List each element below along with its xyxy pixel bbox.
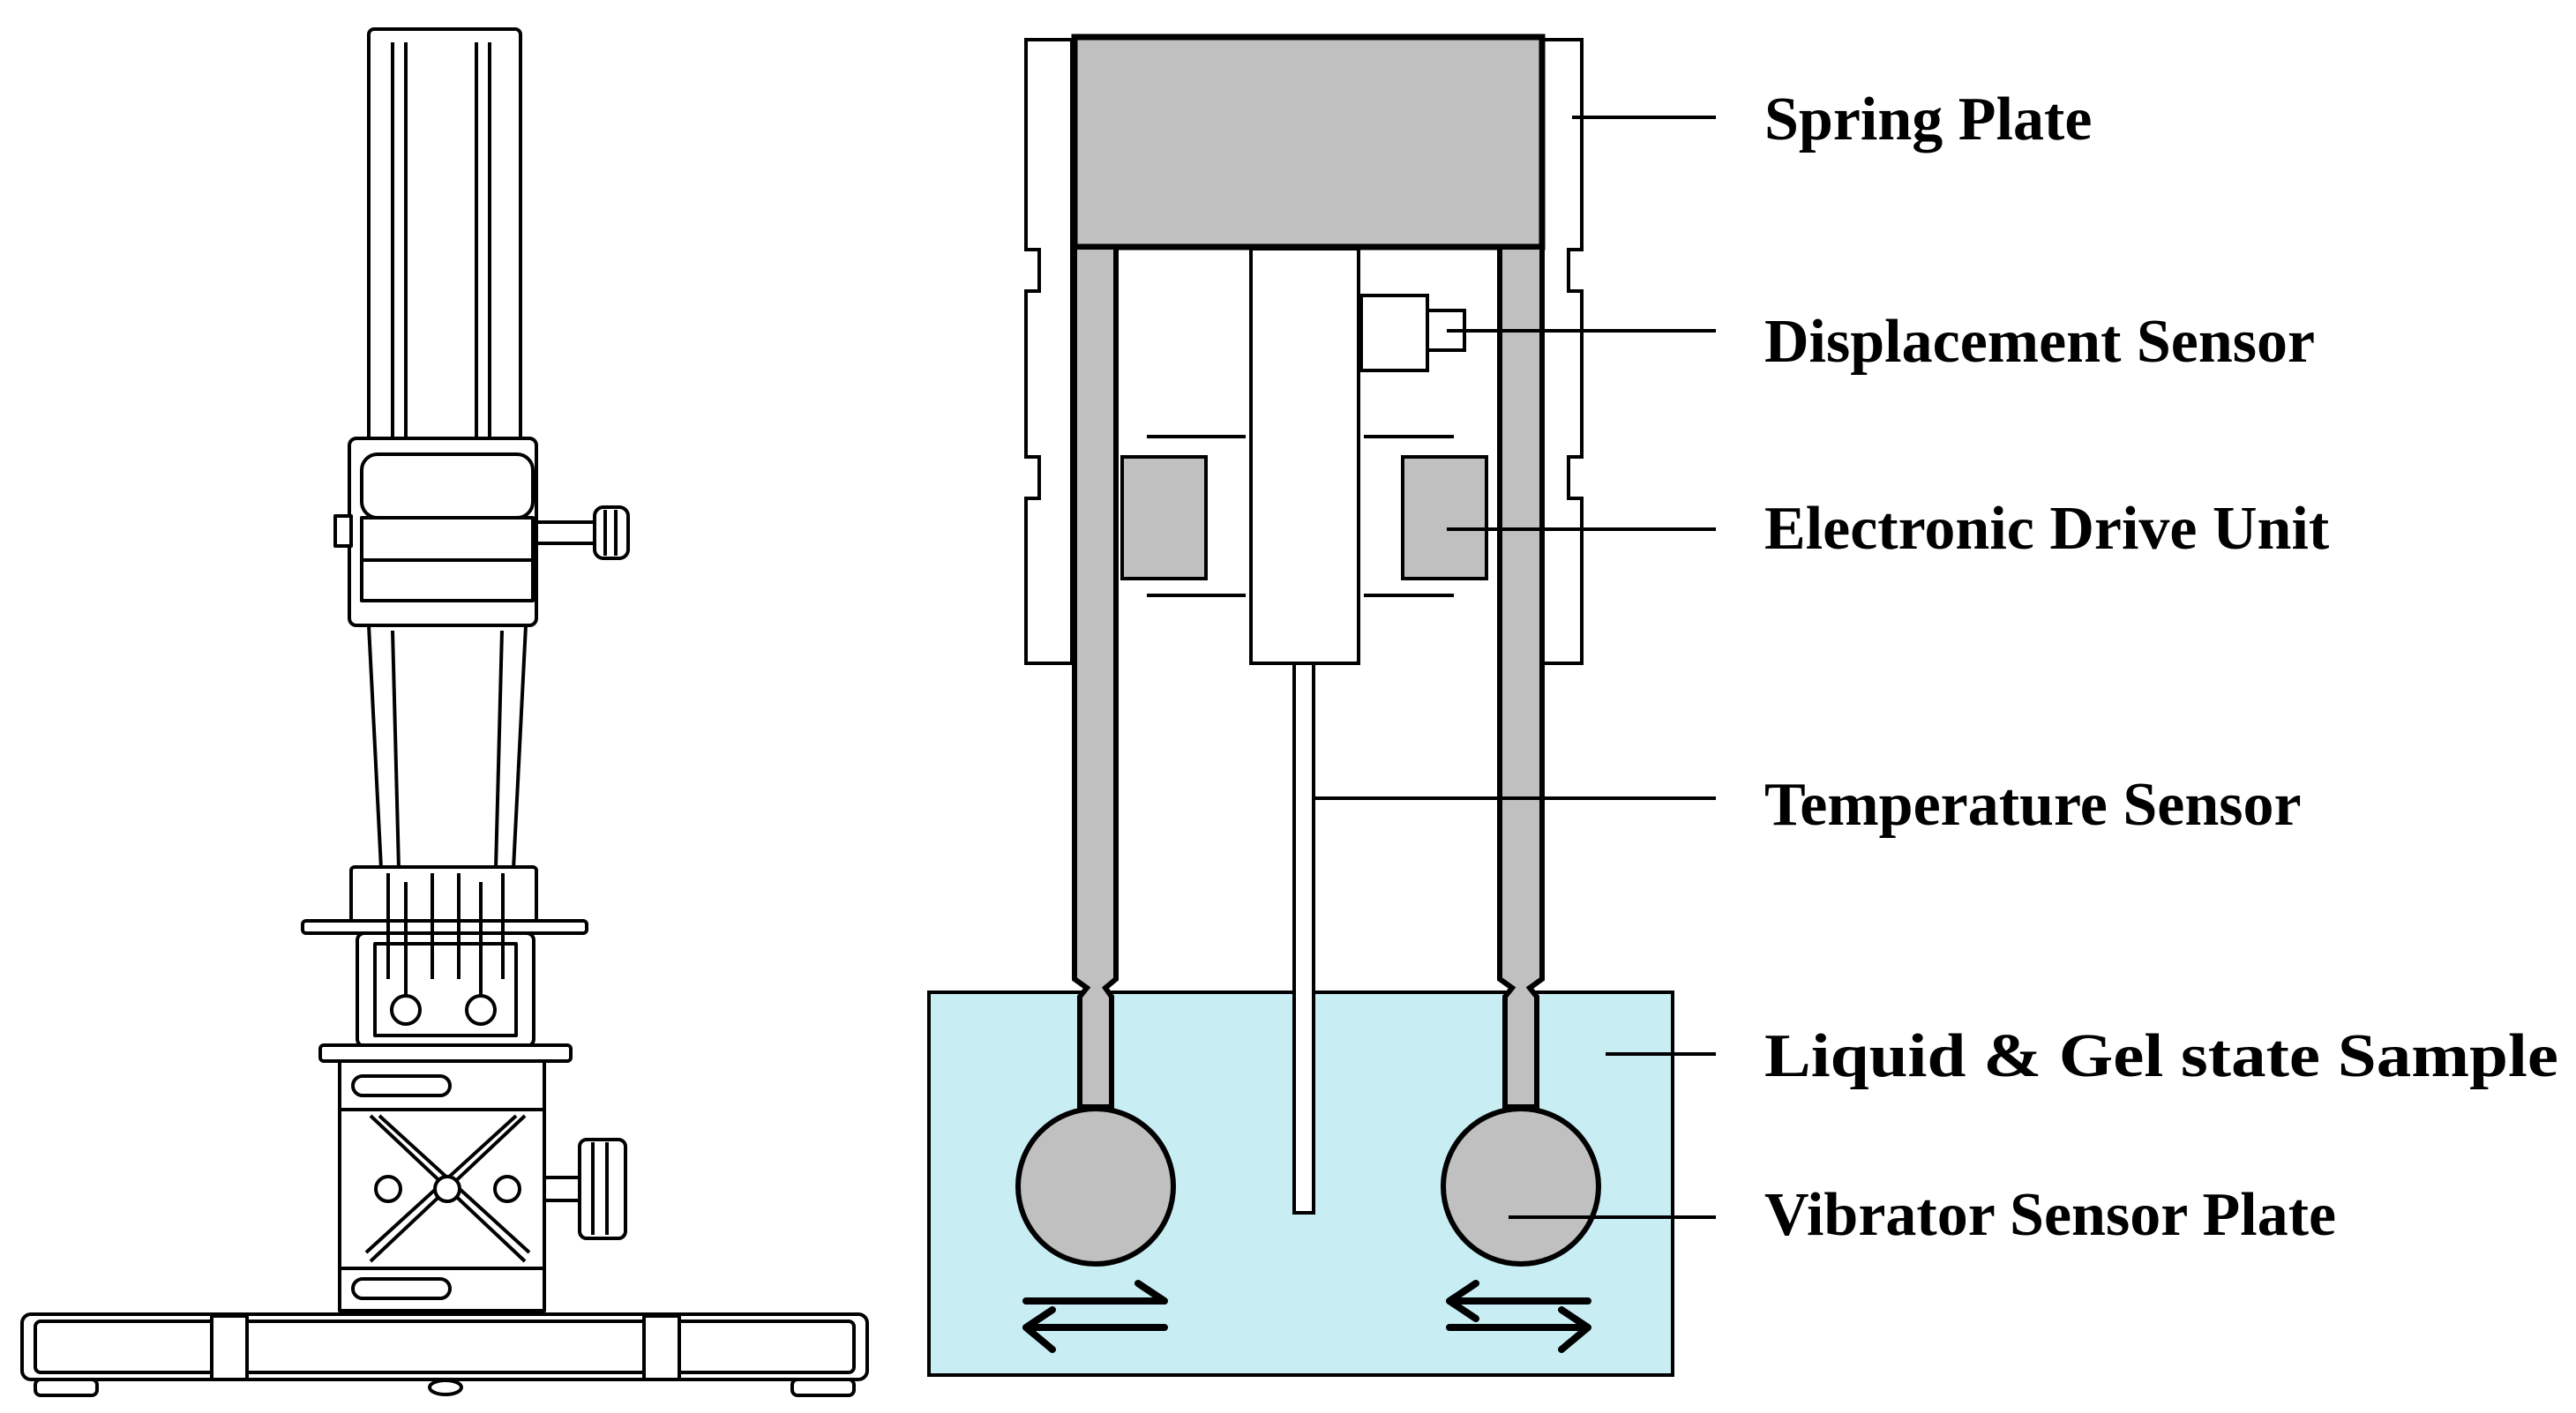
component-labels: Spring Plate Displacement Sensor Electro… <box>1764 86 2558 1249</box>
label-displacement-sensor: Displacement Sensor <box>1764 308 2315 376</box>
label-temperature-sensor: Temperature Sensor <box>1764 771 2302 839</box>
upper-knob <box>535 505 630 560</box>
sensor-holder <box>301 865 588 1048</box>
label-vibrator-sensor-plate: Vibrator Sensor Plate <box>1764 1181 2336 1249</box>
viscometer-instrument-drawing <box>20 27 869 1397</box>
temperature-probe <box>1292 662 1315 1215</box>
electronic-drive-unit <box>1120 435 1488 597</box>
label-electronic-drive-unit: Electronic Drive Unit <box>1764 495 2329 563</box>
lab-jack <box>318 1043 627 1312</box>
displacement-sensor <box>1359 294 1466 372</box>
instrument-base <box>20 1312 869 1397</box>
spring-plate-block <box>1071 34 1546 250</box>
vibration-arrows <box>1022 1280 1591 1353</box>
instrument-head <box>333 437 538 627</box>
instrument-neck <box>367 624 528 871</box>
sensor-schematic-cross-section: Spring Plate Displacement Sensor Electro… <box>927 34 2558 1377</box>
instrument-column <box>367 27 522 445</box>
leader-lines <box>1314 116 1716 1219</box>
label-liquid-gel-sample: Liquid & Gel state Sample <box>1764 1022 2558 1090</box>
label-spring-plate: Spring Plate <box>1764 86 2092 153</box>
vibrator-sensor-plates <box>1015 1106 1601 1267</box>
central-column <box>1249 247 1360 665</box>
outer-frame <box>1024 38 1584 665</box>
sensor-rods <box>1072 244 1545 1110</box>
